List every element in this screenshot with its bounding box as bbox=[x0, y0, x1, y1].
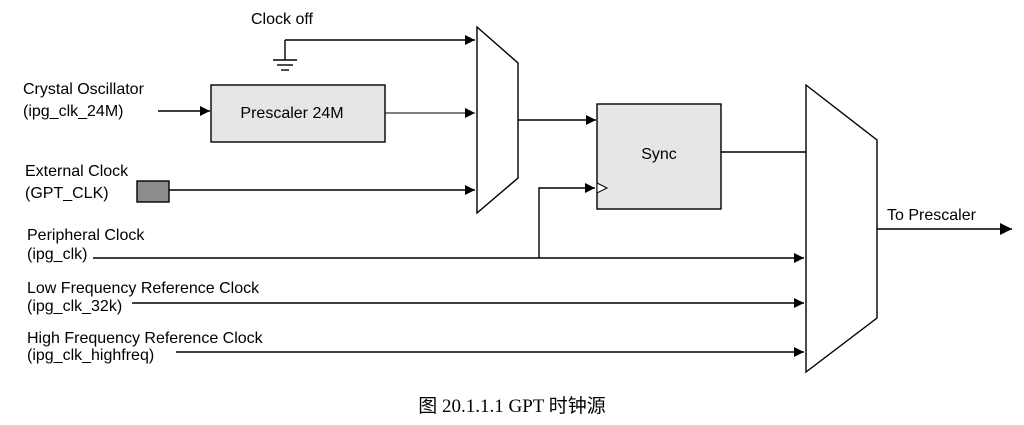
gpt-clk-pin bbox=[136, 180, 170, 203]
clock-off-label: Clock off bbox=[251, 11, 314, 28]
prescaler-24m-block bbox=[210, 84, 386, 143]
sync-clock-branch-wire bbox=[538, 183, 595, 258]
high-freq-clock-signal: (ipg_clk_highfreq) bbox=[27, 347, 154, 364]
figure-caption: 图 20.1.1.1 GPT 时钟源 bbox=[418, 395, 606, 417]
peripheral-clock-label: Peripheral Clock bbox=[27, 227, 145, 244]
sync-label: Sync bbox=[641, 146, 677, 163]
high-freq-clock-label: High Frequency Reference Clock bbox=[27, 330, 264, 347]
external-clock-signal: (GPT_CLK) bbox=[25, 185, 109, 202]
ground-icon bbox=[273, 40, 297, 71]
to-prescaler-label: To Prescaler bbox=[887, 207, 977, 224]
crystal-oscillator-label: Crystal Oscillator bbox=[23, 81, 145, 98]
prescaler-24m-label: Prescaler 24M bbox=[240, 105, 343, 122]
peripheral-clock-signal: (ipg_clk) bbox=[27, 246, 87, 263]
external-clock-label: External Clock bbox=[25, 163, 129, 180]
crystal-oscillator-signal: (ipg_clk_24M) bbox=[23, 103, 123, 120]
low-freq-clock-label: Low Frequency Reference Clock bbox=[27, 280, 260, 297]
output-mux bbox=[805, 83, 878, 374]
sync-block bbox=[596, 103, 722, 210]
low-freq-clock-signal: (ipg_clk_32k) bbox=[27, 298, 122, 315]
input-mux bbox=[476, 25, 519, 215]
clock-input-icon bbox=[596, 182, 609, 194]
